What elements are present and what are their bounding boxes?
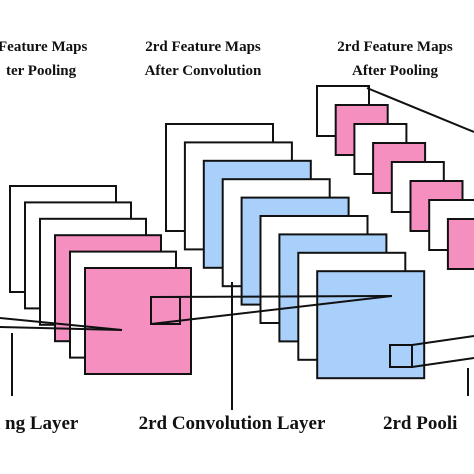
caption-pool2-line1: 2rd Feature Maps [337, 39, 453, 55]
caption-pool2-line2: After Pooling [352, 63, 438, 79]
layer-label-pool1: ng Layer [5, 413, 79, 434]
connector-line [0, 317, 123, 331]
connector-line [150, 295, 393, 325]
caption-pool1-line1: Feature Maps [0, 39, 87, 55]
connector-line [0, 326, 123, 331]
caption-conv2-line2: After Convolution [145, 63, 262, 79]
pool2-feature-map-pink [446, 218, 474, 270]
pool1-feature-map-stack [9, 185, 192, 375]
layer-label-pool2: 2rd Pooli [383, 413, 457, 434]
connector-line [411, 357, 474, 368]
pool2-feature-map-stack [316, 85, 474, 270]
conv2-feature-map-blue [316, 270, 426, 380]
conv2-receptive-field [389, 344, 413, 368]
connector-line [366, 87, 474, 133]
connector-line [411, 335, 474, 346]
connector-line [150, 295, 393, 298]
layer-label-conv2: 2rd Convolution Layer [139, 413, 326, 434]
caption-conv2-line1: 2rd Feature Maps [145, 39, 261, 55]
caption-pool1-line2: ter Pooling [6, 63, 77, 79]
